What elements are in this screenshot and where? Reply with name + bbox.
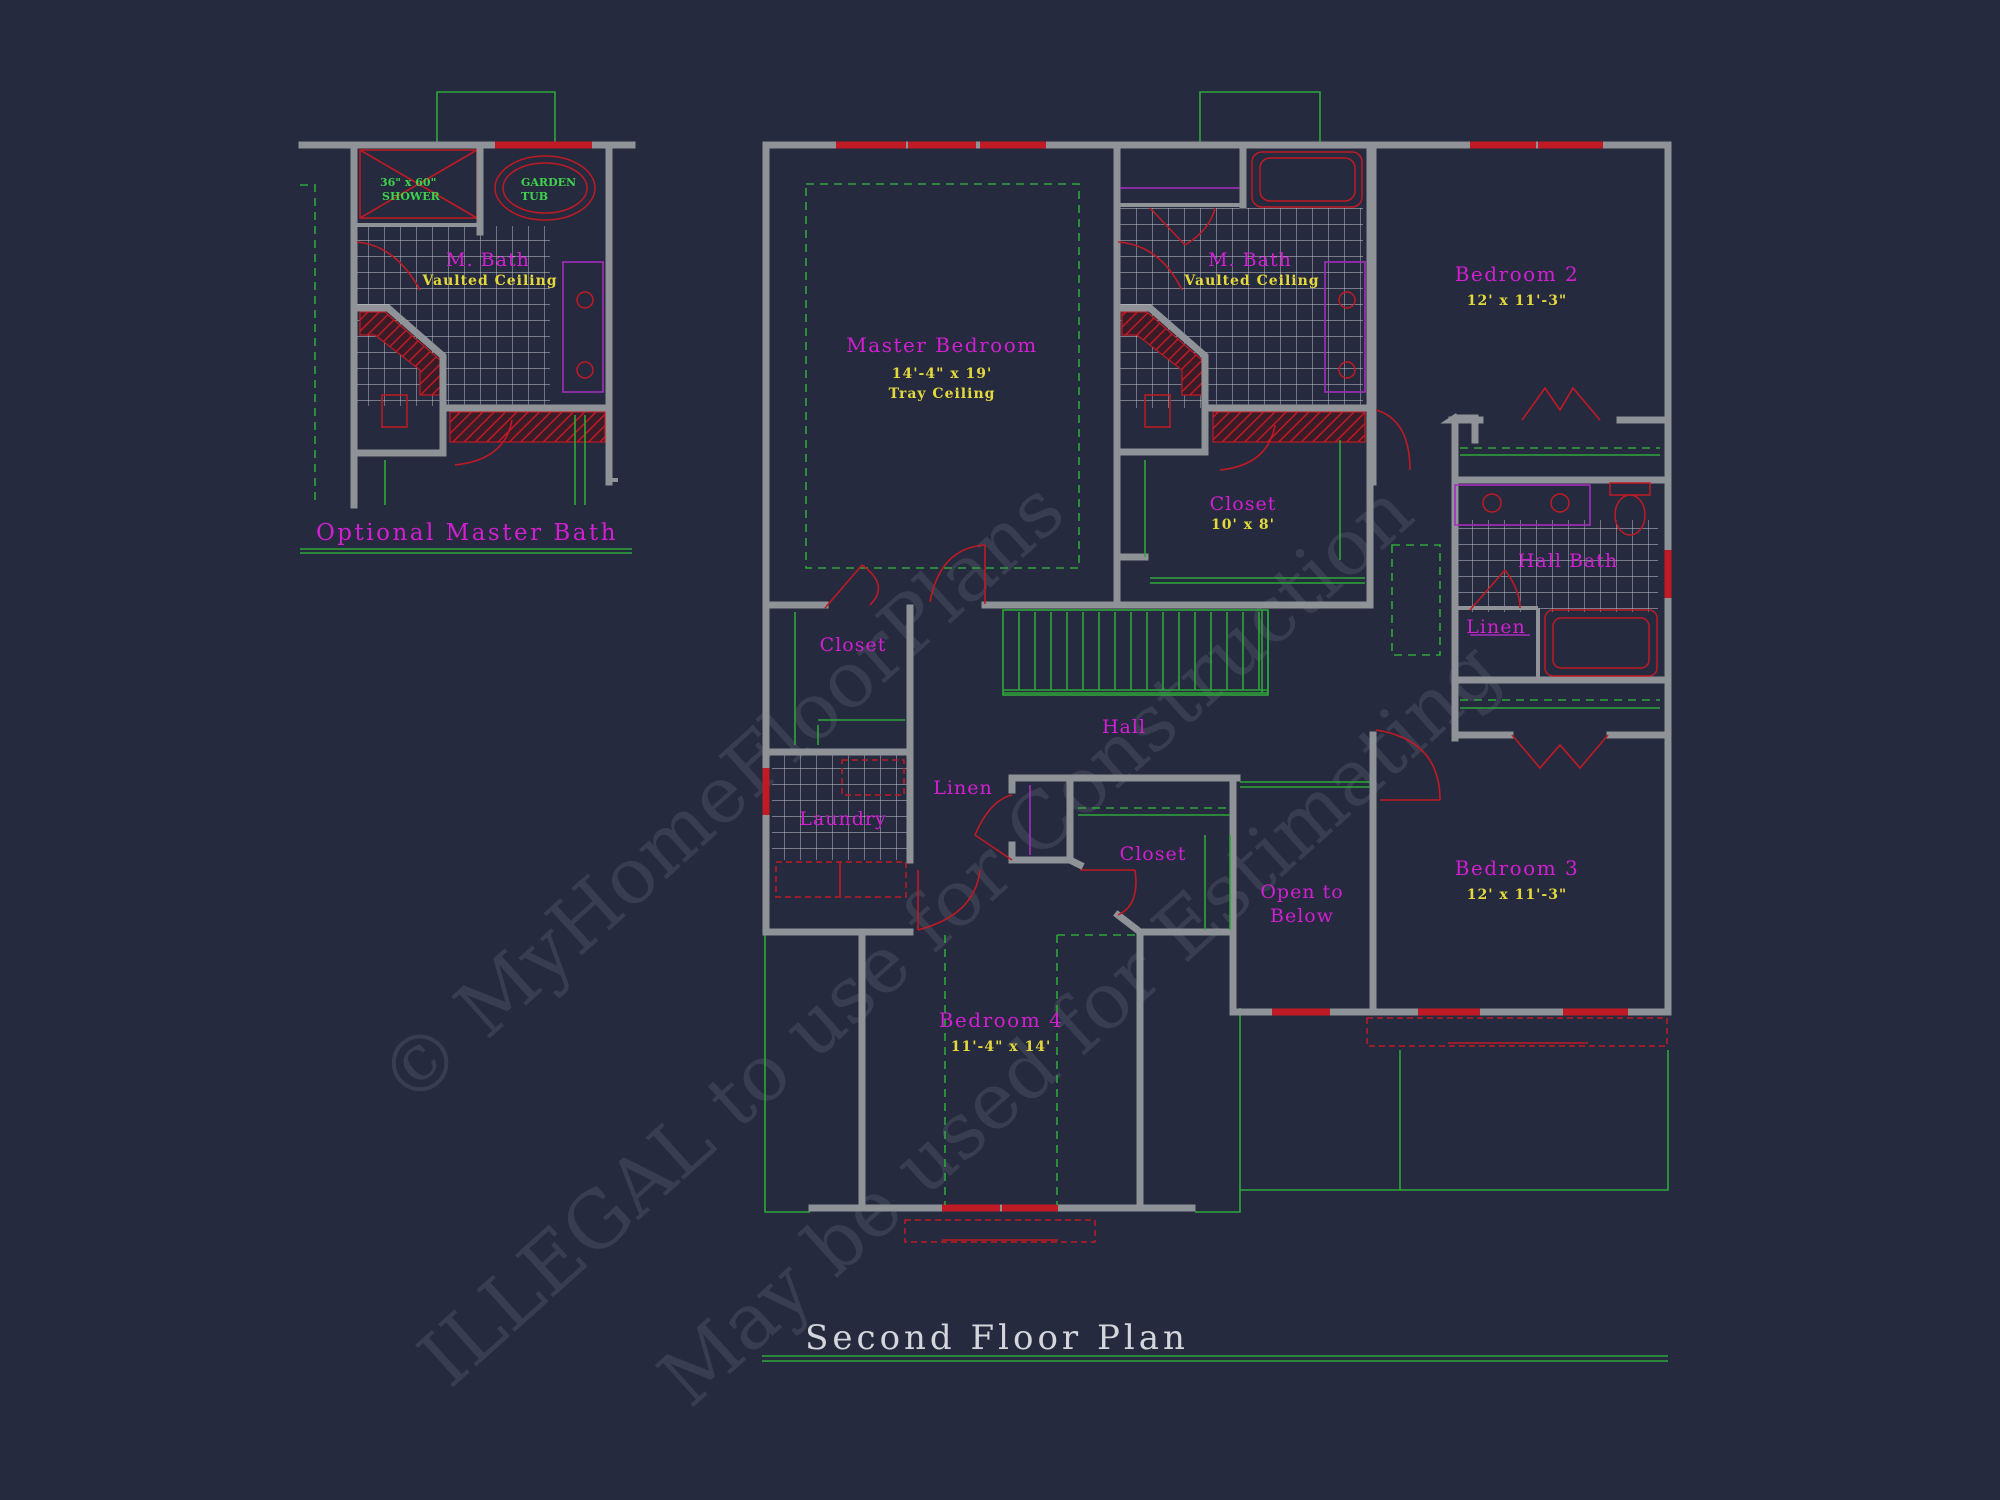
optional-master-bath-drawing: 36" x 60" SHOWER GARDEN TUB Optional Mas… [298, 91, 636, 554]
master-closet-label: Closet [1210, 493, 1277, 515]
shower-label: SHOWER [382, 190, 441, 203]
bedroom-4-closet-label: Closet [1120, 843, 1187, 865]
m-bath-label: M. Bath [1208, 249, 1292, 271]
master-closet-size: 10' x 8' [1211, 517, 1275, 533]
optional-bath-name: M. Bath [446, 249, 530, 271]
bedroom-2-size: 12' x 11'-3" [1467, 293, 1567, 309]
open-to-below-line-2: Below [1270, 905, 1334, 927]
open-to-below-line-1: Open to [1260, 881, 1343, 903]
optional-bath-title: Optional Master Bath [316, 520, 618, 546]
m-bath-note: Vaulted Ceiling [1183, 273, 1319, 289]
hall-label: Hall [1102, 716, 1146, 738]
bedroom-4-label: Bedroom 4 [939, 1008, 1064, 1032]
garden-tub-label-2: TUB [521, 190, 548, 203]
bath-linen-label: Linen [1466, 616, 1525, 638]
master-bedroom-note: Tray Ceiling [889, 386, 996, 402]
main-floor-plan: Master Bedroom 14'-4" x 19' Tray Ceiling… [762, 91, 1672, 1362]
bedroom-4-size: 11'-4" x 14' [951, 1039, 1051, 1055]
garden-tub-label-1: GARDEN [521, 176, 576, 189]
optional-bath-note: Vaulted Ceiling [421, 273, 557, 289]
hall-bath-label: Hall Bath [1518, 550, 1618, 572]
laundry-label: Laundry [799, 808, 886, 830]
shower-size-label: 36" x 60" [380, 176, 436, 189]
master-bedroom-size: 14'-4" x 19' [892, 366, 992, 382]
hall-linen-label: Linen [933, 777, 992, 799]
bedroom-3-label: Bedroom 3 [1455, 856, 1580, 880]
staircase [1002, 609, 1269, 696]
bedroom-3-size: 12' x 11'-3" [1467, 887, 1567, 903]
left-closet-label: Closet [820, 634, 887, 656]
master-bedroom-label: Master Bedroom [846, 333, 1037, 357]
plan-title: Second Floor Plan [805, 1318, 1189, 1358]
stair-treads [1018, 612, 1260, 690]
bedroom-2-label: Bedroom 2 [1455, 262, 1580, 286]
